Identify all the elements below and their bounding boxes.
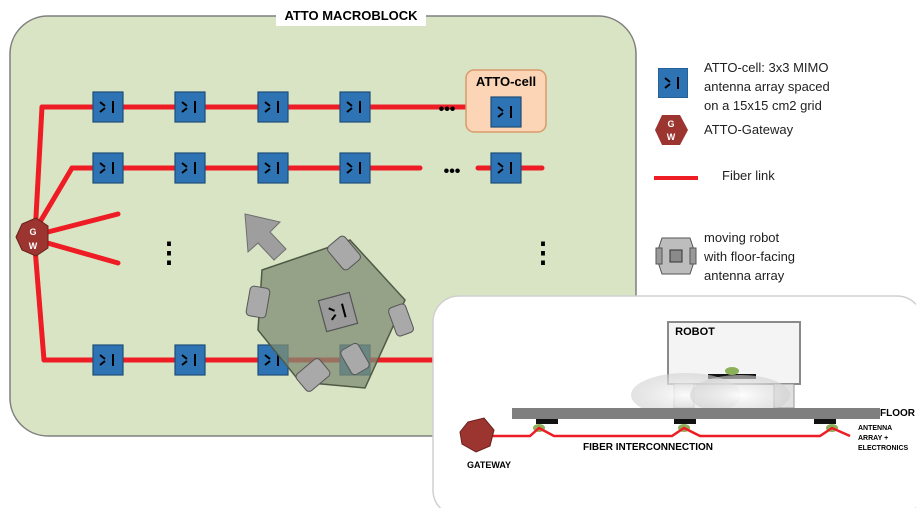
- inset-floor: [512, 408, 880, 419]
- inset-gateway-label: GATEWAY: [467, 460, 511, 470]
- atto-cell: [174, 91, 206, 123]
- antenna-cell-icon: [652, 58, 704, 98]
- inset-antenna-label: ANTENNA ARRAY + ELECTRONICS: [858, 425, 909, 452]
- column-ellipsis-right: ⋮: [529, 237, 557, 268]
- svg-text:G: G: [667, 119, 674, 129]
- atto-cell: [339, 152, 371, 184]
- inset-robot-label: ROBOT: [675, 326, 715, 338]
- atto-cell: [257, 152, 289, 184]
- gateway-node: G W: [15, 217, 49, 257]
- robot-icon: [652, 228, 704, 284]
- legend-item-robot: moving robot with floor-facing antenna a…: [652, 228, 795, 285]
- atto-cell: [339, 91, 371, 123]
- gateway-icon: G W: [652, 112, 704, 152]
- legend-item-gateway: G W ATTO-Gateway: [652, 112, 793, 152]
- movement-arrow-icon: [244, 213, 287, 261]
- column-ellipsis-left: ⋮: [155, 237, 183, 268]
- atto-cell: [490, 152, 522, 184]
- atto-cell: [174, 344, 206, 376]
- legend-item-atto-cell: ATTO-cell: 3x3 MIMO antenna array spaced…: [652, 58, 830, 115]
- atto-cell-label: ATTO-cell: [476, 74, 536, 89]
- inset-gateway-icon: [459, 417, 495, 453]
- row1-ellipsis: •••: [439, 101, 456, 118]
- legend-gateway-text: ATTO-Gateway: [704, 122, 794, 137]
- inset-floor-label: FLOOR: [880, 408, 916, 419]
- legend-item-fiber: Fiber link: [652, 166, 775, 206]
- atto-cell: [92, 344, 124, 376]
- fiber-line-icon: [652, 166, 722, 206]
- row2-ellipsis: •••: [444, 163, 461, 180]
- macroblock-title: ATTO MACROBLOCK: [284, 8, 418, 23]
- svg-text:W: W: [29, 241, 38, 251]
- svg-text:W: W: [667, 132, 676, 142]
- atto-cell: [257, 91, 289, 123]
- legend-atto-cell-text: ATTO-cell: 3x3 MIMO antenna array spaced…: [704, 60, 830, 113]
- inset-fiber: [478, 426, 851, 438]
- atto-cell: [174, 152, 206, 184]
- atto-cell: [490, 96, 522, 128]
- svg-text:G: G: [29, 227, 36, 237]
- inset-fiber-label: FIBER INTERCONNECTION: [583, 442, 713, 453]
- legend-fiber-text: Fiber link: [722, 168, 775, 183]
- legend-robot-text: moving robot with floor-facing antenna a…: [704, 230, 796, 283]
- robot-shape: [245, 235, 414, 392]
- atto-cell: [92, 91, 124, 123]
- atto-cell: [92, 152, 124, 184]
